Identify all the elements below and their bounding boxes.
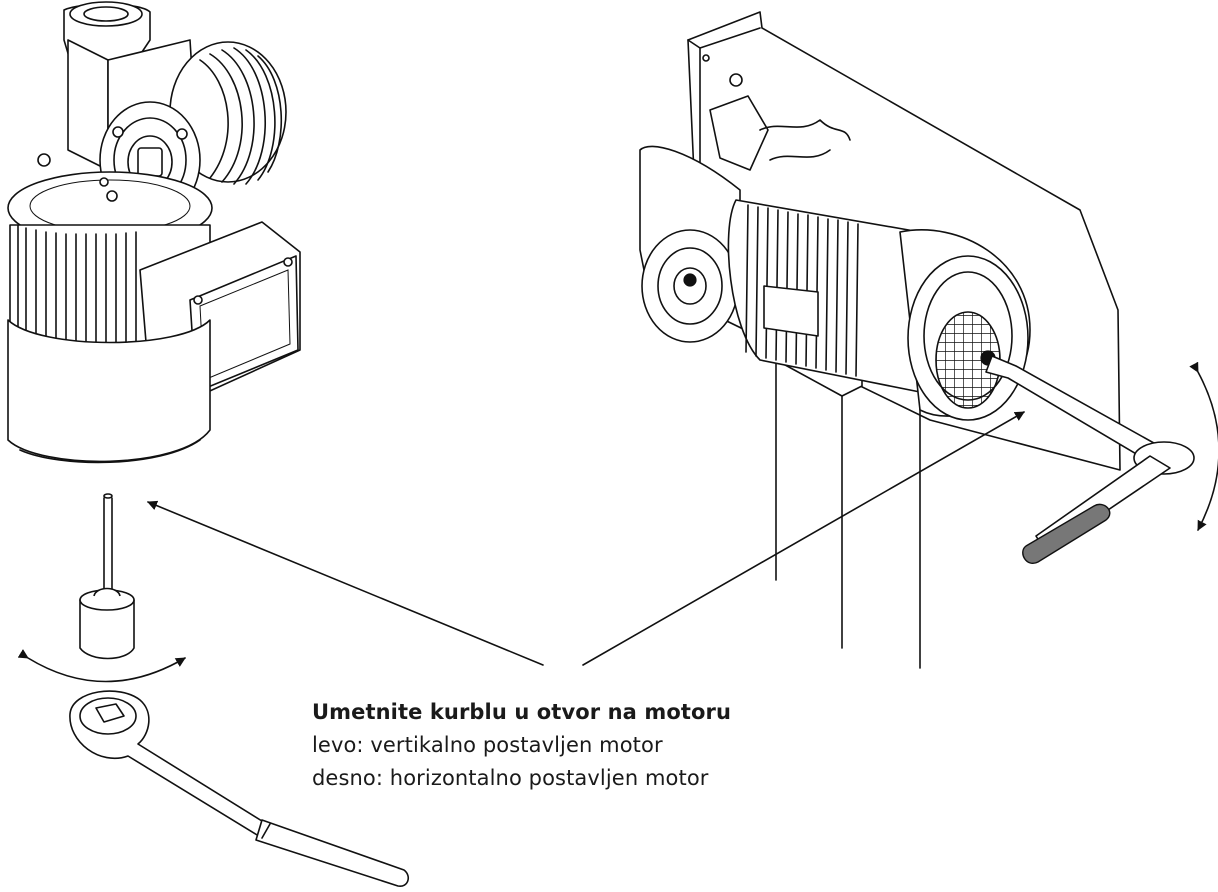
- instruction-line-right: desno: horizontalno postavljen motor: [312, 766, 709, 790]
- rotation-arrow-icon-right: [1189, 361, 1218, 531]
- crank-socket-adapter-icon: [79, 493, 135, 660]
- hand-crank-icon: [985, 355, 1195, 564]
- vertical-motor-icon: [7, 1, 301, 464]
- rotation-arrow-icon-left: [17, 649, 186, 683]
- pointer-arrow-left: [147, 500, 544, 666]
- horizontal-motor-icon: [639, 11, 1121, 669]
- instruction-caption: Umetnite kurblu u otvor na motoru levo: …: [312, 696, 731, 795]
- instruction-line-left: levo: vertikalno postavljen motor: [312, 733, 663, 757]
- ratchet-wrench-icon: [69, 690, 410, 887]
- instruction-title: Umetnite kurblu u otvor na motoru: [312, 700, 732, 724]
- pointer-arrow-right: [582, 411, 1025, 666]
